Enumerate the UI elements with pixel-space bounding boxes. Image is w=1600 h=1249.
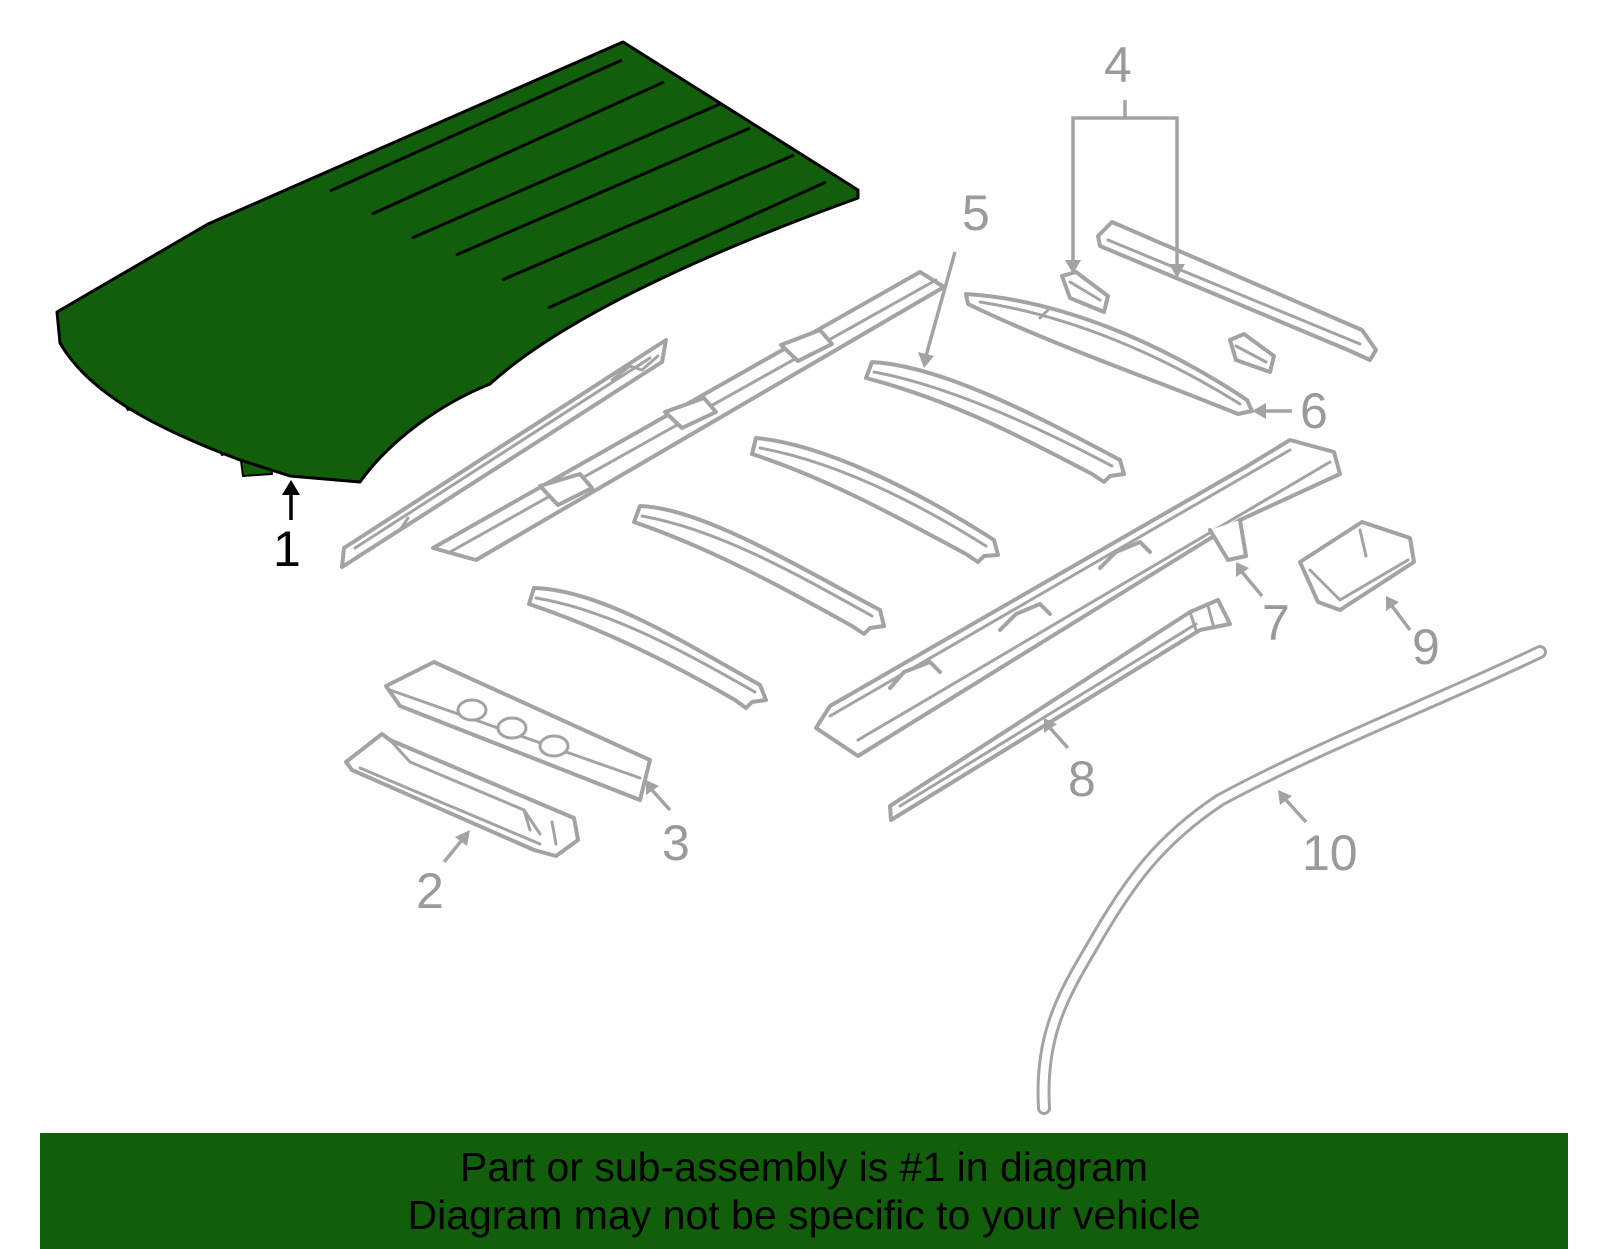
callout-7: 7 [1262, 595, 1290, 651]
leader-3 [650, 788, 672, 812]
part-2-front-header-lower[interactable] [344, 732, 580, 858]
leader-10 [1284, 798, 1308, 824]
arrowhead-7 [1236, 562, 1249, 577]
callout-5: 5 [962, 185, 990, 241]
callout-8: 8 [1068, 751, 1096, 807]
leader-8 [1048, 726, 1070, 750]
leader-7 [1240, 570, 1264, 598]
arrowhead-4b [1169, 264, 1185, 278]
part-6-front-header[interactable] [964, 292, 1254, 416]
callout-2: 2 [416, 863, 444, 919]
arrowhead-1 [282, 480, 300, 495]
callout-9: 9 [1412, 619, 1440, 675]
callout-1: 1 [273, 521, 301, 577]
part-4-roof-bracket-rail[interactable] [1096, 220, 1378, 362]
arrowhead-10 [1278, 790, 1292, 805]
leader-2 [442, 838, 464, 864]
part-roof-bow-3[interactable] [750, 436, 1000, 564]
callout-4: 4 [1104, 37, 1132, 93]
part-9-roof-bracket-right[interactable] [1298, 520, 1416, 612]
part-4-roof-bracket-small-a[interactable] [1060, 270, 1110, 314]
arrowhead-4a [1065, 260, 1081, 274]
arrowhead-8 [1044, 718, 1057, 733]
part-3-front-header-panel[interactable] [384, 660, 652, 802]
leader-4 [1071, 100, 1179, 268]
banner-line-2: Diagram may not be specific to your vehi… [407, 1192, 1201, 1238]
part-roof-bow-2[interactable] [632, 504, 886, 636]
leader-9 [1390, 604, 1412, 632]
leader-5 [924, 251, 957, 357]
arrowhead-2 [455, 830, 470, 846]
part-7-roof-side-rail-right[interactable] [814, 438, 1342, 758]
part-4-roof-bracket-small-b[interactable] [1228, 332, 1276, 374]
banner-line-1: Part or sub-assembly is #1 in diagram [459, 1144, 1149, 1190]
arrowhead-5 [918, 352, 934, 368]
part-roof-bow-front[interactable] [864, 360, 1126, 484]
part-8-roof-outer-rail-right[interactable] [888, 598, 1232, 822]
arrowhead-6 [1252, 403, 1266, 419]
arrowhead-9 [1386, 596, 1399, 611]
arrowhead-3 [646, 780, 659, 795]
part-10-roof-molding[interactable] [1036, 645, 1547, 1115]
callout-10: 10 [1302, 825, 1358, 881]
info-banner: Part or sub-assembly is #1 in diagram Di… [40, 1133, 1568, 1249]
callout-3: 3 [662, 815, 690, 871]
part-roof-bow-rear[interactable] [527, 586, 768, 710]
part-1-roof-panel[interactable] [55, 40, 860, 484]
part-roof-side-rail-left[interactable] [340, 338, 668, 569]
callout-6: 6 [1300, 383, 1328, 439]
